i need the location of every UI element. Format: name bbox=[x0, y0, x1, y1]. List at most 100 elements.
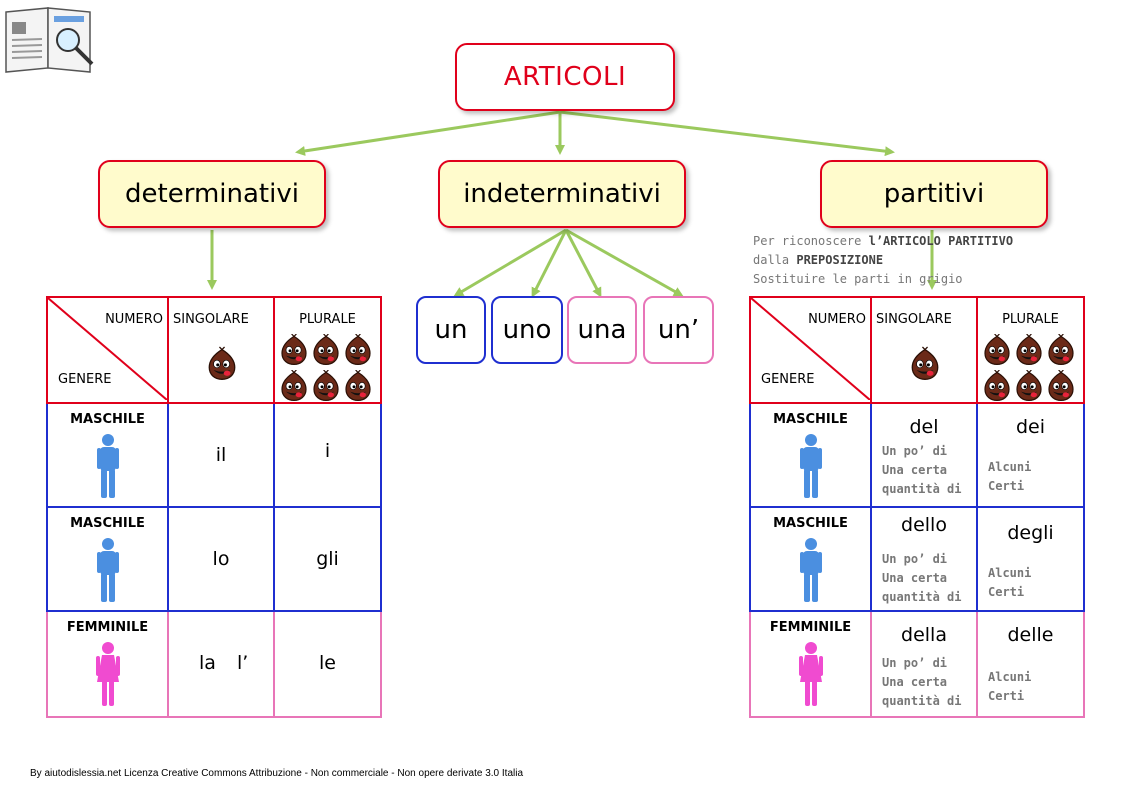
sub-line: Una certa bbox=[882, 571, 948, 585]
male-person-icon bbox=[97, 538, 119, 602]
singular-substitute: Un po’ di Una certa quantità di bbox=[882, 654, 961, 711]
article-text: lo bbox=[212, 548, 230, 570]
article-text: le bbox=[319, 652, 336, 674]
chestnut-icon bbox=[310, 370, 342, 402]
numero-label: NUMERO bbox=[105, 312, 163, 327]
gender-label: FEMMINILE bbox=[769, 620, 852, 635]
chestnut-icon bbox=[981, 334, 1013, 366]
female-person-icon bbox=[799, 642, 823, 706]
singular-substitute: Un po’ di Una certa quantità di bbox=[882, 442, 961, 499]
root-title: ARTICOLI bbox=[503, 62, 627, 92]
partitive-note: Per riconoscere l’ARTICOLO PARTITIVO dal… bbox=[753, 232, 1013, 289]
chip-label: uno bbox=[502, 315, 552, 345]
gender-cell: FEMMINILE bbox=[46, 610, 169, 718]
note-line2-prefix: dalla bbox=[753, 253, 797, 267]
singular-cell: della Un po’ di Una certa quantità di bbox=[870, 610, 978, 718]
chip-label: un bbox=[434, 315, 468, 345]
license-credit: By aiutodislessia.net Licenza Creative C… bbox=[30, 768, 524, 779]
chestnut-icon bbox=[278, 334, 310, 366]
category-label: indeterminativi bbox=[463, 179, 661, 209]
sub-line: quantità di bbox=[882, 482, 962, 496]
sub-line: Alcuni bbox=[988, 566, 1032, 580]
note-line3: Sostituire le parti in grigio bbox=[753, 272, 963, 286]
sub-line: Certi bbox=[988, 479, 1025, 493]
sub-line: Certi bbox=[988, 689, 1025, 703]
plurale-header: PLURALE bbox=[976, 296, 1085, 406]
female-person-icon bbox=[96, 642, 120, 706]
chestnut-icon bbox=[205, 346, 239, 382]
determinativi-table: NUMERO GENERE SINGOLARE PLURALE MASCHILE… bbox=[46, 296, 382, 718]
male-person-icon bbox=[97, 434, 119, 498]
singular-cell: del Un po’ di Una certa quantità di bbox=[870, 402, 978, 508]
sub-line: Una certa bbox=[882, 463, 948, 477]
article-text: i bbox=[324, 440, 331, 462]
singular-cell: lo bbox=[167, 506, 275, 612]
category-label: determinativi bbox=[125, 179, 299, 209]
sub-line: quantità di bbox=[882, 694, 962, 708]
chestnut-icon bbox=[1013, 334, 1045, 366]
gender-cell: MASCHILE bbox=[46, 402, 169, 508]
gender-label: MASCHILE bbox=[70, 516, 145, 531]
male-person-icon bbox=[800, 538, 822, 602]
article-text: la bbox=[199, 652, 216, 674]
gender-cell: FEMMINILE bbox=[749, 610, 872, 718]
article-text-alt: l’ bbox=[237, 652, 249, 674]
plurale-label: PLURALE bbox=[1002, 312, 1059, 327]
corner-header-cell: NUMERO GENERE bbox=[749, 296, 872, 404]
article-text: degli bbox=[1007, 522, 1054, 544]
singular-cell: la l’ bbox=[167, 610, 275, 718]
chestnut-icon bbox=[278, 370, 310, 402]
singular-substitute: Un po’ di Una certa quantità di bbox=[882, 550, 961, 607]
sub-line: quantità di bbox=[882, 590, 962, 604]
chestnut-icon bbox=[1013, 370, 1045, 402]
category-indeterminativi: indeterminativi bbox=[438, 160, 686, 228]
singolare-header: SINGOLARE bbox=[870, 296, 978, 404]
note-line2-bold: PREPOSIZIONE bbox=[796, 253, 884, 267]
article-text: il bbox=[215, 444, 227, 466]
genere-label: GENERE bbox=[58, 372, 112, 387]
plural-cell: delle Alcuni Certi bbox=[976, 610, 1085, 718]
category-determinativi: determinativi bbox=[98, 160, 326, 228]
chestnut-icon bbox=[1045, 370, 1077, 402]
chip-un: un bbox=[416, 296, 486, 364]
plural-cell: i bbox=[273, 402, 382, 508]
chip-uno: uno bbox=[491, 296, 563, 364]
singolare-label: SINGOLARE bbox=[876, 312, 952, 327]
note-line1-prefix: Per riconoscere bbox=[753, 234, 869, 248]
gender-label: MASCHILE bbox=[773, 516, 848, 531]
plurale-label: PLURALE bbox=[299, 312, 356, 327]
chestnut-group bbox=[981, 334, 1081, 406]
male-person-icon bbox=[800, 434, 822, 498]
singolare-label: SINGOLARE bbox=[173, 312, 249, 327]
plural-cell: gli bbox=[273, 506, 382, 612]
plural-substitute: Alcuni Certi bbox=[988, 458, 1031, 496]
root-node-articoli: ARTICOLI bbox=[455, 43, 675, 111]
chip-label: un’ bbox=[657, 315, 700, 345]
note-line1-bold: l’ARTICOLO PARTITIVO bbox=[868, 234, 1014, 248]
numero-label: NUMERO bbox=[808, 312, 866, 327]
chestnut-icon bbox=[981, 370, 1013, 402]
gender-cell: MASCHILE bbox=[749, 402, 872, 508]
plural-cell: dei Alcuni Certi bbox=[976, 402, 1085, 508]
sub-line: Un po’ di bbox=[882, 552, 948, 566]
sub-line: Una certa bbox=[882, 675, 948, 689]
singular-cell: dello Un po’ di Una certa quantità di bbox=[870, 506, 978, 612]
article-text: dei bbox=[1015, 416, 1046, 438]
gender-cell: MASCHILE bbox=[46, 506, 169, 612]
corner-header-cell: NUMERO GENERE bbox=[46, 296, 169, 404]
chip-un-apostrophe: un’ bbox=[643, 296, 714, 364]
book-magnifier-icon bbox=[2, 2, 100, 74]
article-text: dello bbox=[901, 514, 947, 536]
article-text: gli bbox=[316, 548, 339, 570]
chestnut-icon bbox=[342, 370, 374, 402]
chestnut-icon bbox=[342, 334, 374, 366]
gender-cell: MASCHILE bbox=[749, 506, 872, 612]
chestnut-icon bbox=[310, 334, 342, 366]
sub-line: Alcuni bbox=[988, 460, 1032, 474]
sub-line: Un po’ di bbox=[882, 444, 948, 458]
plurale-header: PLURALE bbox=[273, 296, 382, 404]
chestnut-icon bbox=[908, 346, 942, 382]
singolare-header: SINGOLARE bbox=[167, 296, 275, 404]
gender-label: FEMMINILE bbox=[66, 620, 149, 635]
